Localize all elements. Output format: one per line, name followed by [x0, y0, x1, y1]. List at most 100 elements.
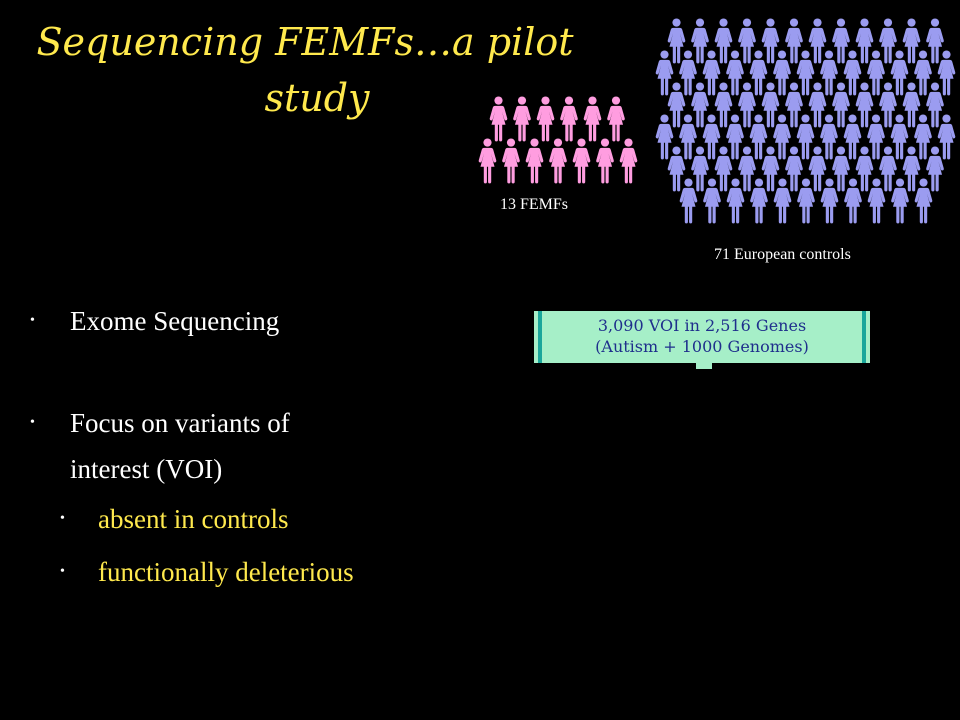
female-figure-icon — [867, 50, 885, 96]
female-figure-icon — [843, 50, 862, 96]
bullet-dot: • — [60, 564, 65, 579]
bullet-list: • Exome Sequencing • Focus on variants o… — [30, 298, 354, 595]
female-figure-icon — [902, 146, 921, 192]
control-count-label: 71 European controls — [714, 246, 851, 263]
female-figure-icon — [879, 18, 897, 64]
female-figure-icon — [902, 82, 921, 128]
female-figure-icon — [879, 82, 897, 128]
bullet-dot: • — [60, 511, 65, 526]
female-figure-icon — [667, 146, 686, 192]
female-figure-icon — [808, 18, 827, 64]
female-figure-icon — [502, 138, 520, 184]
female-figure-icon — [926, 146, 944, 192]
female-figure-icon — [738, 82, 756, 128]
female-figure-icon — [761, 82, 780, 128]
female-figure-icon — [702, 114, 721, 160]
female-figure-icon — [667, 18, 686, 64]
slide-title-line-2: study — [264, 76, 370, 120]
box-connector-tab — [696, 362, 712, 369]
female-figure-icon — [855, 146, 874, 192]
female-figure-icon — [513, 96, 531, 142]
female-figure-icon — [655, 114, 674, 160]
control-figure-group — [655, 18, 956, 224]
female-figure-icon — [583, 96, 602, 142]
female-figure-icon — [714, 18, 733, 64]
female-figure-icon — [750, 178, 768, 224]
female-figure-icon — [702, 50, 721, 96]
female-figure-icon — [773, 114, 791, 160]
female-figure-icon — [808, 146, 827, 192]
female-figure-icon — [525, 138, 544, 184]
femf-count-label: 13 FEMFs — [500, 196, 569, 213]
female-figure-icon — [879, 146, 897, 192]
female-figure-icon — [738, 146, 756, 192]
female-figure-icon — [785, 82, 803, 128]
female-figure-icon — [679, 114, 697, 160]
female-figure-icon — [820, 50, 838, 96]
female-figure-icon — [714, 146, 733, 192]
voi-box-line-1: 3,090 VOI in 2,516 Genes — [597, 316, 807, 335]
sub-bullet-functionally-deleterious: • functionally deleterious — [60, 549, 354, 595]
female-figure-icon — [820, 178, 839, 224]
female-figure-icon — [714, 82, 733, 128]
female-figure-icon — [679, 178, 698, 224]
female-figure-icon — [891, 178, 909, 224]
sub-bullet-absent-in-controls: • absent in controls — [60, 496, 289, 542]
female-figure-icon — [726, 178, 745, 224]
female-figure-icon — [536, 96, 555, 142]
female-figure-icon — [843, 114, 862, 160]
female-figure-icon — [890, 50, 909, 96]
female-figure-icon — [832, 18, 850, 64]
female-figure-icon — [619, 138, 638, 184]
female-figure-icon — [796, 114, 815, 160]
female-figure-icon — [572, 138, 591, 184]
female-figure-icon — [549, 138, 567, 184]
female-figure-icon — [761, 18, 780, 64]
female-figure-icon — [890, 114, 909, 160]
female-figure-icon — [749, 114, 768, 160]
female-figure-icon — [667, 82, 686, 128]
female-figure-icon — [726, 50, 744, 96]
female-figure-icon — [691, 82, 709, 128]
female-figure-icon — [832, 82, 850, 128]
voi-box-line-2: (Autism + 1000 Genomes) — [595, 337, 809, 356]
female-figure-icon — [478, 138, 497, 184]
female-figure-icon — [785, 146, 803, 192]
female-figure-icon — [867, 178, 886, 224]
female-figure-icon — [937, 50, 956, 96]
bullet-text: functionally deleterious — [98, 557, 354, 587]
bullet-text-line-2: interest (VOI) — [70, 454, 223, 484]
female-figure-icon — [808, 82, 827, 128]
bullet-text-line-1: Focus on variants of — [70, 408, 290, 438]
female-figure-icon — [855, 82, 874, 128]
female-figure-icon — [726, 114, 744, 160]
bullet-dot: • — [30, 415, 35, 430]
female-figure-icon — [691, 18, 709, 64]
female-figure-icon — [785, 18, 803, 64]
female-figure-icon — [773, 50, 791, 96]
female-figure-icon — [914, 178, 933, 224]
female-figure-icon — [607, 96, 625, 142]
slide-title: Sequencing FEMFs…a pilot study — [20, 14, 590, 126]
bullet-text: Exome Sequencing — [70, 306, 280, 336]
female-figure-icon — [797, 178, 815, 224]
female-figure-icon — [914, 50, 932, 96]
box-edge-left — [538, 311, 542, 363]
female-figure-icon — [926, 82, 944, 128]
female-figure-icon — [937, 114, 956, 160]
female-figure-icon — [844, 178, 862, 224]
box-edge-right — [862, 311, 866, 363]
female-figure-icon — [832, 146, 850, 192]
female-figure-icon — [914, 114, 932, 160]
female-figure-icon — [926, 18, 944, 64]
female-figure-icon — [489, 96, 508, 142]
female-figure-icon — [749, 50, 768, 96]
voi-summary-box: 3,090 VOI in 2,516 Genes (Autism + 1000 … — [534, 311, 870, 369]
female-figure-icon — [596, 138, 614, 184]
female-figure-icon — [679, 50, 697, 96]
bullet-text: absent in controls — [98, 504, 289, 534]
female-figure-icon — [902, 18, 921, 64]
bullet-exome-sequencing: • Exome Sequencing — [30, 298, 280, 344]
female-figure-icon — [867, 114, 885, 160]
female-figure-icon — [691, 146, 709, 192]
